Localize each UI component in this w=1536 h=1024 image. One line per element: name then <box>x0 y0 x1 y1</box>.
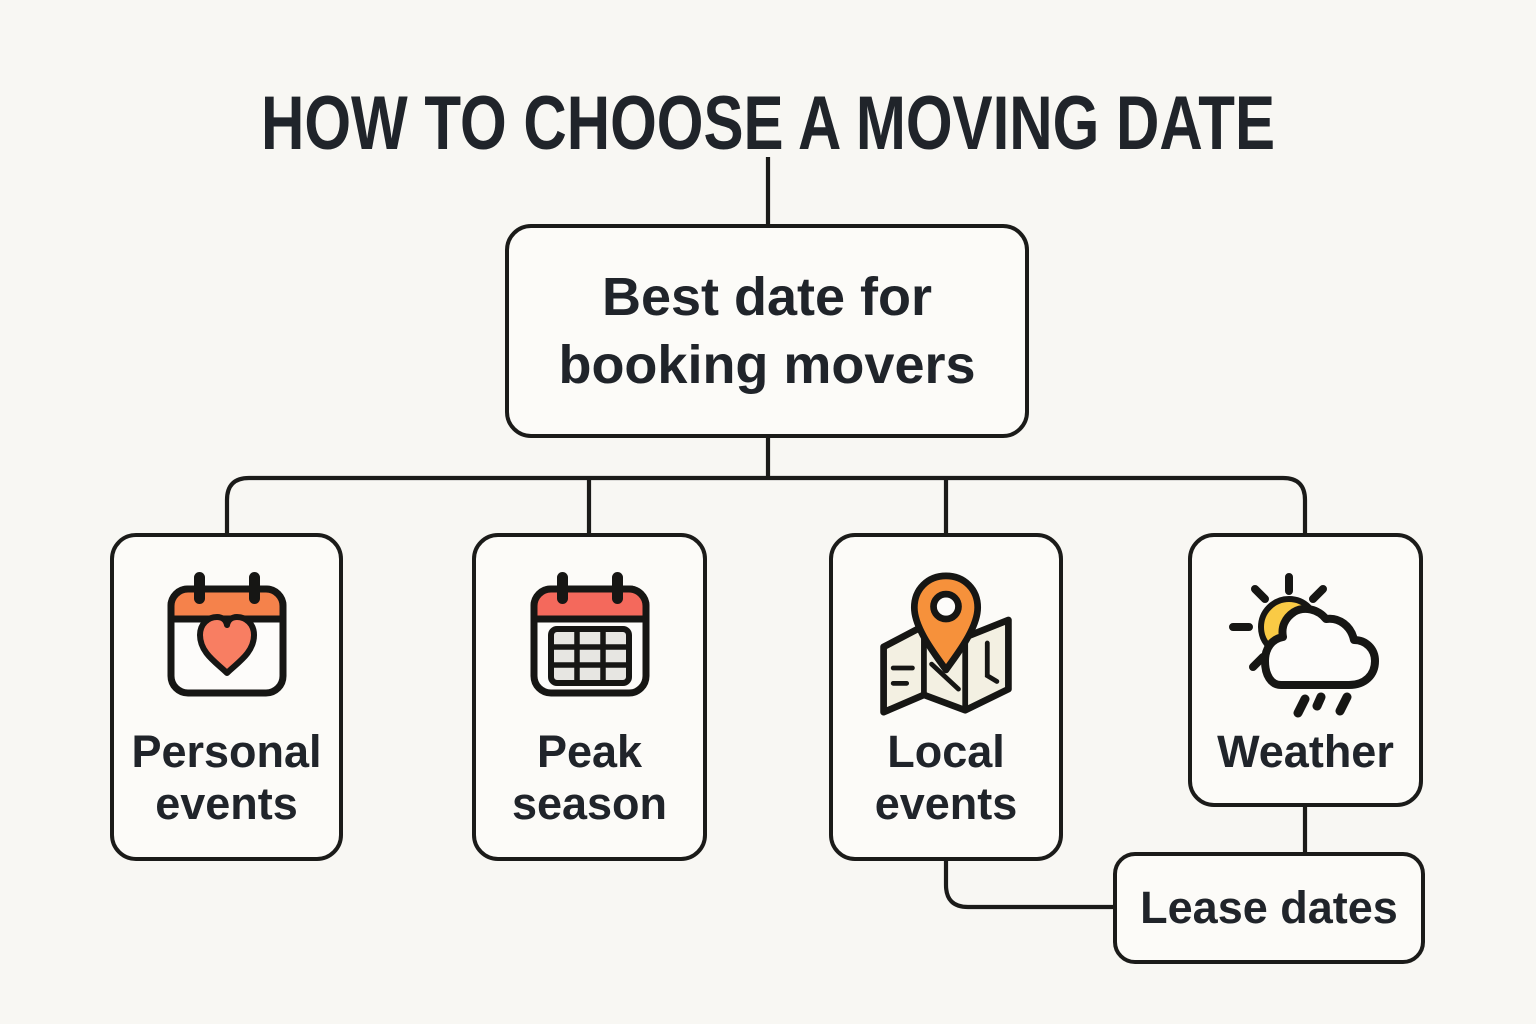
node-label: Lease dates <box>1140 882 1398 933</box>
root-node-label-line1: Best date for <box>601 266 933 327</box>
node-label: Personal events <box>131 725 322 830</box>
calendar-heart-icon <box>157 537 297 726</box>
node-peak-season: Peak season <box>472 533 707 861</box>
node-label: Peak season <box>511 725 668 830</box>
calendar-grid-icon <box>520 537 660 726</box>
node-personal-events: Personal events <box>110 533 343 861</box>
node-local-events: Local events <box>829 533 1063 861</box>
connector-local-to-lease <box>943 859 1115 910</box>
root-node-label-line2: booking movers <box>558 335 976 395</box>
node-lease-dates: Lease dates <box>1113 852 1425 964</box>
page-title: HOW TO CHOOSE A MOVING DATE <box>260 81 1276 166</box>
root-node-best-date: Best date for booking movers <box>505 224 1029 438</box>
sun-cloud-icon <box>1225 537 1387 726</box>
node-label: Local events <box>874 725 1018 830</box>
map-pin-icon <box>874 537 1018 726</box>
connector-branch-bar <box>224 475 1308 535</box>
node-weather: Weather <box>1188 533 1423 807</box>
node-label: Weather <box>1217 726 1394 778</box>
